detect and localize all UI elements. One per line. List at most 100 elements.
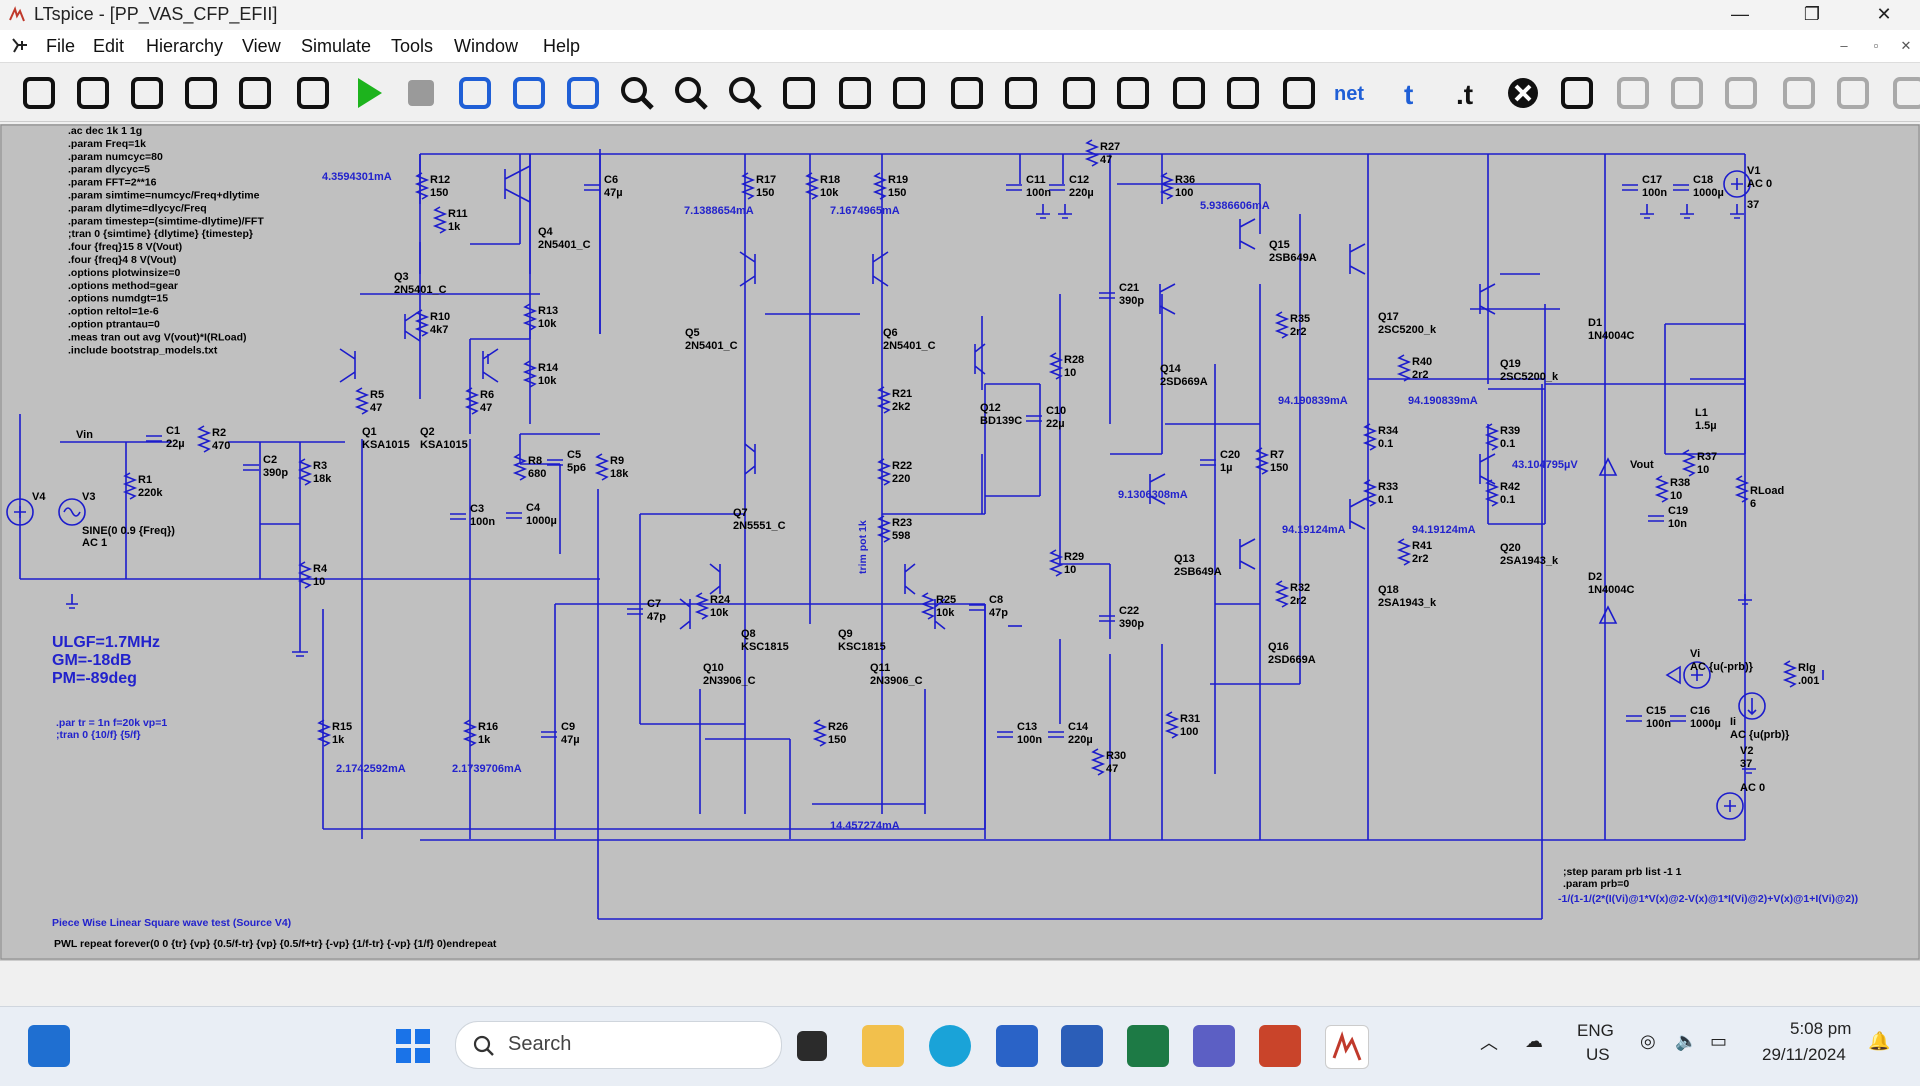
capacitor-symbol	[1626, 715, 1642, 722]
part-name-q20: Q20	[1500, 542, 1521, 554]
diode-icon[interactable]	[1220, 70, 1266, 116]
zoom-in-icon[interactable]	[614, 70, 660, 116]
tile-vertical-icon[interactable]	[452, 70, 498, 116]
menu-simulate[interactable]: Simulate	[301, 36, 372, 56]
start-windows-icon[interactable]	[392, 1025, 434, 1067]
edge-icon[interactable]	[929, 1025, 971, 1067]
part-value-c2: 390p	[263, 467, 288, 479]
resistor-symbol	[876, 515, 892, 543]
excel-icon[interactable]	[1127, 1025, 1169, 1067]
part-name-v1: V1	[1747, 165, 1760, 177]
menu-window[interactable]: Window	[454, 36, 519, 56]
menu-tools[interactable]: Tools	[391, 36, 434, 56]
ltspice-taskbar-icon[interactable]	[1325, 1025, 1369, 1069]
spice-directive-16: .meas tran out avg V(vout)*I(RLoad)	[68, 331, 247, 343]
capacitor-symbol	[1648, 515, 1664, 522]
cascade-icon[interactable]	[560, 70, 606, 116]
part-name-c16: C16	[1690, 705, 1710, 717]
spice-netlist-icon[interactable]: net	[1330, 70, 1376, 116]
part-name-q14: Q14	[1160, 363, 1182, 375]
print-icon[interactable]	[232, 70, 278, 116]
part-name-r19: R19	[888, 174, 908, 186]
zoom-fit-icon[interactable]	[722, 70, 768, 116]
mdi-close-button[interactable]: ✕	[1900, 38, 1912, 53]
minimize-button[interactable]: —	[1731, 4, 1749, 24]
onedrive-icon[interactable]: ☁	[1525, 1031, 1543, 1051]
open-icon[interactable]	[124, 70, 170, 116]
widgets-icon[interactable]	[28, 1025, 70, 1067]
ground-icon[interactable]	[944, 70, 990, 116]
part-value-q16: 2SD669A	[1268, 654, 1316, 666]
label-icon[interactable]	[998, 70, 1044, 116]
menu-help[interactable]: Help	[543, 36, 581, 56]
volume-muted-icon[interactable]: 🔈	[1675, 1031, 1698, 1051]
search-box[interactable]: Search	[455, 1021, 782, 1069]
part-name-c19: C19	[1668, 505, 1688, 517]
resistor-symbol	[694, 592, 710, 620]
part-name-q6: Q6	[883, 327, 898, 339]
network-icon[interactable]: ◎	[1640, 1031, 1656, 1051]
part-value-r2: 470	[212, 440, 230, 452]
notification-bell-icon[interactable]: 🔔	[1868, 1031, 1891, 1051]
net-label-vout: Vout	[1630, 459, 1654, 471]
clock-time[interactable]: 5:08 pm	[1790, 1019, 1852, 1038]
file-explorer-icon[interactable]	[862, 1025, 904, 1067]
halt-icon[interactable]	[398, 70, 444, 116]
redo-icon[interactable]	[1886, 70, 1920, 116]
schematic-canvas[interactable]: .ac dec 1k 1 1g.param Freq=1k.param numc…	[0, 124, 1920, 960]
language-us[interactable]: US	[1586, 1045, 1610, 1064]
component-icon[interactable]	[1276, 70, 1322, 116]
close-button[interactable]: ✕	[1876, 4, 1892, 24]
part-value-r12: 150	[430, 187, 448, 199]
part-name-q13: Q13	[1174, 553, 1195, 565]
clock-date[interactable]: 29/11/2024	[1762, 1045, 1846, 1064]
waveform-icon[interactable]	[832, 70, 878, 116]
word-icon[interactable]	[1061, 1025, 1103, 1067]
save-icon[interactable]	[178, 70, 224, 116]
language-eng[interactable]: ENG	[1577, 1021, 1614, 1040]
wire-icon[interactable]	[886, 70, 932, 116]
resistor-icon[interactable]	[1056, 70, 1102, 116]
mdi-restore-button[interactable]: ▫	[1873, 38, 1879, 53]
spice-directive-icon[interactable]: .t	[1444, 70, 1490, 116]
inductor-icon[interactable]	[1166, 70, 1212, 116]
schematic-doc-icon[interactable]	[10, 36, 30, 56]
battery-icon[interactable]: ▭	[1710, 1031, 1728, 1051]
resistor-symbol	[1362, 479, 1378, 507]
powerpoint-icon[interactable]	[1259, 1025, 1301, 1067]
part-value-q10: 2N3906_C	[703, 675, 756, 687]
text-icon[interactable]: t	[1390, 70, 1436, 116]
pan-icon[interactable]	[776, 70, 822, 116]
menu-file[interactable]: File	[46, 36, 76, 56]
duplicate-icon[interactable]	[1554, 70, 1600, 116]
run-icon[interactable]	[346, 70, 392, 116]
teams-icon[interactable]	[1193, 1025, 1235, 1067]
ac-analysis-icon[interactable]	[290, 70, 336, 116]
settings-icon[interactable]	[16, 70, 62, 116]
rotate-icon[interactable]	[1718, 70, 1764, 116]
task-view-icon[interactable]	[797, 1031, 827, 1061]
chevron-up-icon[interactable]: ︿	[1480, 1033, 1498, 1053]
mirror-icon[interactable]	[1776, 70, 1822, 116]
mdi-minimize-button[interactable]: –	[1840, 38, 1848, 53]
part-value-r35: 2r2	[1290, 326, 1307, 338]
delete-icon[interactable]	[1500, 70, 1546, 116]
menu-hierarchy[interactable]: Hierarchy	[146, 36, 224, 56]
undo-icon[interactable]	[1830, 70, 1876, 116]
resistor-symbol	[876, 458, 892, 486]
spice-directive-1: .param Freq=1k	[68, 138, 146, 150]
menu-bar: File Edit Hierarchy View Simulate Tools …	[0, 30, 1920, 63]
part-value-V1val: 37	[1747, 199, 1759, 211]
drag-icon[interactable]	[1664, 70, 1710, 116]
store-icon[interactable]	[996, 1025, 1038, 1067]
maximize-button[interactable]: ❐	[1803, 4, 1821, 24]
menu-edit[interactable]: Edit	[93, 36, 125, 56]
menu-view[interactable]: View	[242, 36, 281, 56]
part-name-r35: R35	[1290, 313, 1310, 325]
tile-horizontal-icon[interactable]	[506, 70, 552, 116]
pwl-directive: PWL repeat forever(0 0 {tr} {vp} {0.5/f-…	[54, 938, 497, 950]
new-schematic-icon[interactable]	[70, 70, 116, 116]
zoom-out-icon[interactable]	[668, 70, 714, 116]
capacitor-icon[interactable]	[1110, 70, 1156, 116]
move-icon[interactable]	[1610, 70, 1656, 116]
